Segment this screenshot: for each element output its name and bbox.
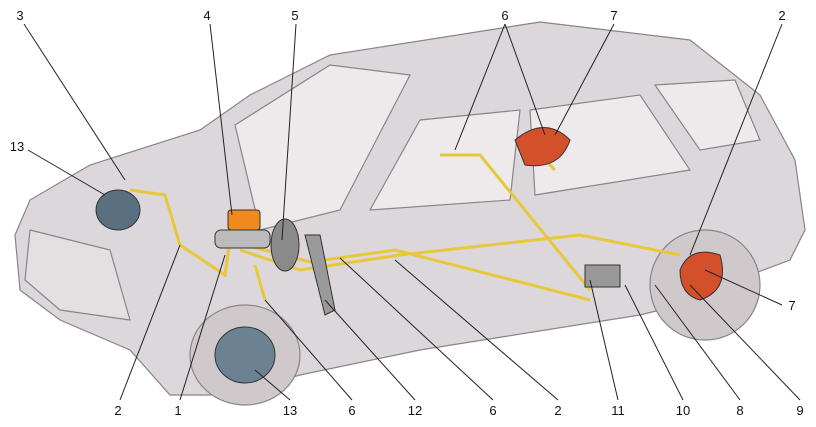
callout-13-bottom: 13 <box>283 403 297 418</box>
callout-2-bottom-b: 2 <box>554 403 561 418</box>
callout-9: 9 <box>796 403 803 418</box>
rear-right-drum <box>679 251 723 301</box>
callout-10: 10 <box>676 403 690 418</box>
leader-lines <box>23 23 801 401</box>
callout-11: 11 <box>611 403 625 418</box>
callout-7-right: 7 <box>788 298 795 313</box>
callout-labels: 3 4 5 6 7 2 13 7 2 1 13 6 12 6 2 11 10 8… <box>10 8 804 418</box>
callout-2-bottom: 2 <box>114 403 121 418</box>
brake-pedal <box>304 234 336 316</box>
callout-5: 5 <box>291 8 298 23</box>
callout-1: 1 <box>174 403 181 418</box>
front-left-disc <box>95 189 141 231</box>
brake-components <box>95 127 723 384</box>
rear-left-drum <box>514 127 571 167</box>
front-right-disc <box>214 326 276 384</box>
callout-6-bottom-a: 6 <box>348 403 355 418</box>
pressure-regulator <box>584 264 621 288</box>
callout-4: 4 <box>203 8 210 23</box>
callout-12: 12 <box>408 403 422 418</box>
callout-6-top: 6 <box>501 8 508 23</box>
callout-13-left: 13 <box>10 139 24 154</box>
callout-2-top: 2 <box>778 8 785 23</box>
callout-3: 3 <box>16 8 23 23</box>
car-body <box>14 21 806 406</box>
callout-7-top: 7 <box>610 8 617 23</box>
master-cylinder <box>214 229 271 249</box>
brake-booster <box>270 218 300 272</box>
callout-8: 8 <box>736 403 743 418</box>
fluid-reservoir <box>227 209 261 231</box>
callout-6-bottom-b: 6 <box>489 403 496 418</box>
